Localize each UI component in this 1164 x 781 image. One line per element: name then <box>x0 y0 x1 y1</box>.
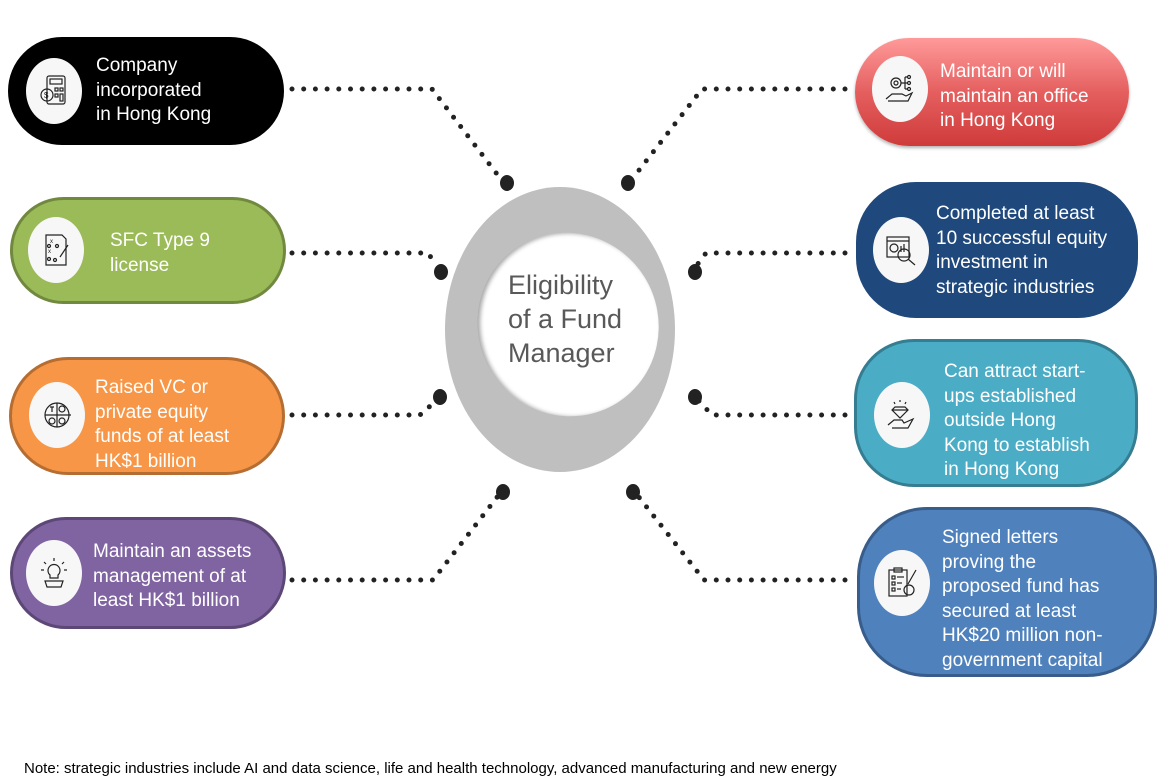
connector-right-2 <box>694 250 848 268</box>
criterion-signed-letters: Signed letters proving the proposed fund… <box>857 507 1157 677</box>
criterion-label: Raised VC or private equity funds of at … <box>95 377 230 472</box>
connector-right-3 <box>695 397 848 418</box>
strategy-plan-icon: x x <box>28 217 84 283</box>
connector-endpoint <box>496 484 510 500</box>
clipboard-checklist-icon <box>874 550 930 616</box>
business-model-icon <box>29 382 85 448</box>
criterion-label: Completed at least 10 successful equity … <box>936 203 1108 298</box>
analytics-magnifier-icon <box>873 217 929 283</box>
lightbulb-gear-icon <box>26 540 82 606</box>
criterion-label: Maintain an assets management of at leas… <box>93 541 252 611</box>
connector-left-1 <box>289 86 503 181</box>
connector-endpoint <box>434 264 448 280</box>
connector-right-4 <box>635 493 848 583</box>
calculator-icon: $ <box>26 58 82 124</box>
criterion-label: SFC Type 9 license <box>110 230 210 276</box>
criterion-office-hong-kong: Maintain or will maintain an office in H… <box>855 38 1129 146</box>
connector-endpoint <box>500 175 514 191</box>
connector-endpoint <box>621 175 635 191</box>
connector-left-3 <box>289 397 440 418</box>
connector-endpoint <box>688 264 702 280</box>
svg-text:x: x <box>48 249 51 255</box>
svg-text:x: x <box>50 239 53 245</box>
criterion-label: Can attract start- ups established outsi… <box>944 361 1090 480</box>
footnote: Note: strategic industries include AI an… <box>24 760 837 777</box>
connector-endpoint <box>433 389 447 405</box>
connector-right-1 <box>630 86 848 181</box>
criterion-label: Company incorporated in Hong Kong <box>96 55 212 125</box>
criterion-label: Maintain or will maintain an office in H… <box>940 61 1089 131</box>
criterion-assets-management: Maintain an assets management of at leas… <box>10 517 286 629</box>
criterion-attract-startups: Can attract start- ups established outsi… <box>854 339 1138 487</box>
criterion-sfc-license: x x SFC Type 9 license <box>10 197 286 304</box>
connector-left-4 <box>289 493 501 583</box>
criterion-label: Signed letters proving the proposed fund… <box>942 527 1103 671</box>
connector-left-2 <box>289 250 439 268</box>
criterion-raised-funds: Raised VC or private equity funds of at … <box>9 357 285 475</box>
hand-diamond-icon <box>874 382 930 448</box>
hand-gear-network-icon <box>872 56 928 122</box>
criterion-equity-investments: Completed at least 10 successful equity … <box>856 182 1138 318</box>
svg-text:$: $ <box>44 91 49 100</box>
connector-endpoint <box>626 484 640 500</box>
center-title: Eligibility of a Fund Manager <box>508 270 623 368</box>
connector-endpoint <box>688 389 702 405</box>
criterion-company-incorporated: $ Company incorporated in Hong Kong <box>8 37 284 145</box>
